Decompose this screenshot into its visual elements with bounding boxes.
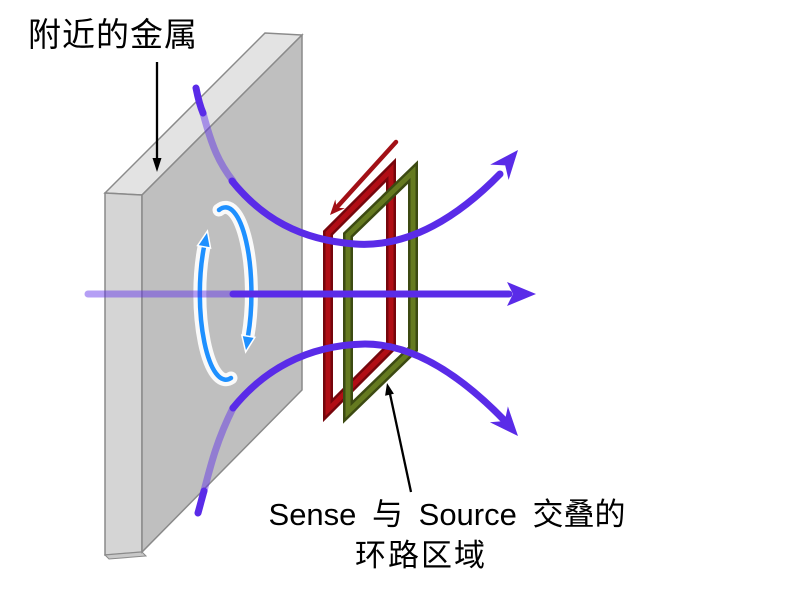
field-arrowhead-right-icon <box>507 282 536 306</box>
overlap-annotation-arrow-shaft <box>388 393 413 493</box>
nearby-metal-label: 附近的金属 <box>28 16 198 53</box>
metal-plate-front-face <box>141 33 303 554</box>
current-arrow-shaft <box>335 139 399 209</box>
metal-plate-side-face <box>104 192 143 556</box>
field-line-top-tip <box>192 84 207 117</box>
field-line-top <box>228 170 504 248</box>
field-line-bottom-hidden <box>200 404 237 495</box>
field-line-bottom <box>229 340 508 424</box>
metal-plate <box>103 32 304 560</box>
eddy-arrowhead-up-icon <box>196 229 212 249</box>
eddy-arc-left <box>197 244 234 382</box>
annotation-arrows <box>152 62 413 493</box>
current-direction-arrow <box>330 139 399 215</box>
field-line-top-hidden <box>199 109 237 185</box>
eddy-arc-right <box>216 205 254 339</box>
field-line-bottom-tip <box>194 487 208 517</box>
eddy-current-loop <box>193 200 258 387</box>
metal-plate-bottom-face <box>103 551 148 560</box>
overlap-area-label-line2: 环路区域 <box>355 538 487 573</box>
field-arrowhead-down-right-icon <box>489 406 518 436</box>
eddy-arrowhead-down-icon <box>240 334 257 354</box>
field-arrowhead-up-right-icon <box>490 150 518 180</box>
current-arrowhead-icon <box>330 199 345 215</box>
magnetic-field-lines <box>84 84 536 517</box>
overlap-annotation-arrowhead-icon <box>385 383 394 396</box>
overlap-area-label-line1: Sense 与 Source 交叠的 <box>268 497 626 532</box>
metal-annotation-arrowhead-icon <box>152 158 162 172</box>
